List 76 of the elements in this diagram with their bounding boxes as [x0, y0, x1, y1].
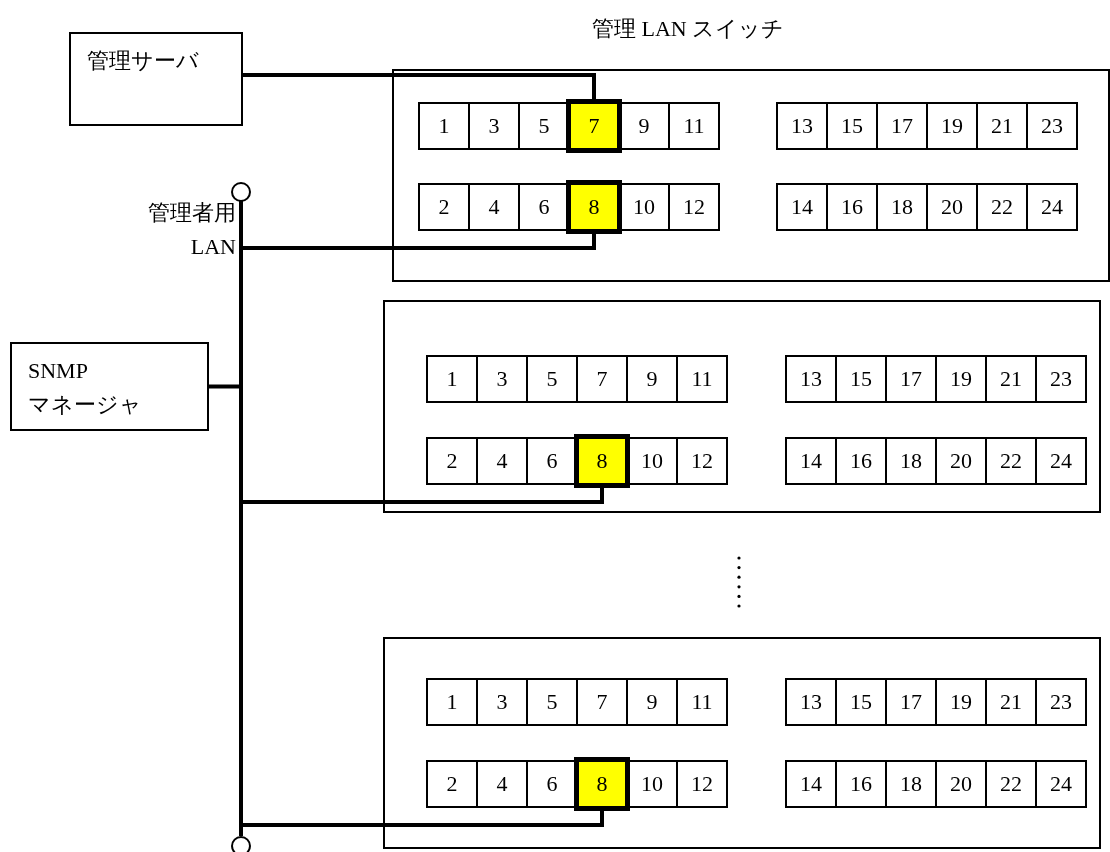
port: 11 [676, 355, 728, 403]
port: 5 [526, 678, 578, 726]
port: 22 [985, 437, 1037, 485]
port: 22 [985, 760, 1037, 808]
device-box: SNMP マネージャ [10, 342, 209, 431]
port: 18 [876, 183, 928, 231]
port: 1 [426, 678, 478, 726]
connection-line [243, 811, 604, 827]
port: 2 [418, 183, 470, 231]
highlighted-port: 8 [574, 434, 630, 488]
port: 3 [476, 678, 528, 726]
title: 管理 LAN スイッチ [592, 15, 785, 43]
connection-line [243, 488, 604, 504]
port: 15 [835, 355, 887, 403]
port: 16 [835, 760, 887, 808]
port: 1 [426, 355, 478, 403]
port: 23 [1035, 355, 1087, 403]
port: 24 [1026, 183, 1078, 231]
port: 15 [826, 102, 878, 150]
port: 24 [1035, 760, 1087, 808]
port: 23 [1026, 102, 1078, 150]
port: 19 [926, 102, 978, 150]
port: 21 [985, 355, 1037, 403]
port: 12 [668, 183, 720, 231]
port: 17 [885, 355, 937, 403]
port: 4 [476, 437, 528, 485]
port: 24 [1035, 437, 1087, 485]
port: 3 [468, 102, 520, 150]
port: 13 [785, 355, 837, 403]
port: 14 [785, 760, 837, 808]
connection-line [209, 384, 239, 389]
port: 16 [826, 183, 878, 231]
port: 18 [885, 760, 937, 808]
port: 12 [676, 760, 728, 808]
port: 21 [985, 678, 1037, 726]
port: 22 [976, 183, 1028, 231]
port: 16 [835, 437, 887, 485]
port: 9 [626, 355, 678, 403]
port: 14 [776, 183, 828, 231]
port: 9 [626, 678, 678, 726]
port: 23 [1035, 678, 1087, 726]
port: 7 [576, 678, 628, 726]
port: 15 [835, 678, 887, 726]
port: 13 [776, 102, 828, 150]
port: 18 [885, 437, 937, 485]
connection-line [243, 234, 596, 250]
port: 2 [426, 760, 478, 808]
port: 13 [785, 678, 837, 726]
switch-box [392, 69, 1110, 282]
port: 17 [876, 102, 928, 150]
port: 20 [935, 437, 987, 485]
highlighted-port: 7 [566, 99, 622, 153]
port: 20 [935, 760, 987, 808]
port: 3 [476, 355, 528, 403]
port: 17 [885, 678, 937, 726]
port: 20 [926, 183, 978, 231]
lan-label: 管理者用LAN [147, 199, 236, 261]
port: 14 [785, 437, 837, 485]
port: 4 [476, 760, 528, 808]
port: 19 [935, 355, 987, 403]
port: 2 [426, 437, 478, 485]
port: 12 [676, 437, 728, 485]
highlighted-port: 8 [574, 757, 630, 811]
port: 4 [468, 183, 520, 231]
port: 11 [668, 102, 720, 150]
switch-box [383, 300, 1101, 513]
port: 19 [935, 678, 987, 726]
port: 1 [418, 102, 470, 150]
highlighted-port: 8 [566, 180, 622, 234]
port: 11 [676, 678, 728, 726]
switch-box [383, 637, 1101, 849]
port: 21 [976, 102, 1028, 150]
connection-line [243, 73, 596, 99]
device-box: 管理サーバ [69, 32, 243, 126]
port: 5 [526, 355, 578, 403]
port: 7 [576, 355, 628, 403]
